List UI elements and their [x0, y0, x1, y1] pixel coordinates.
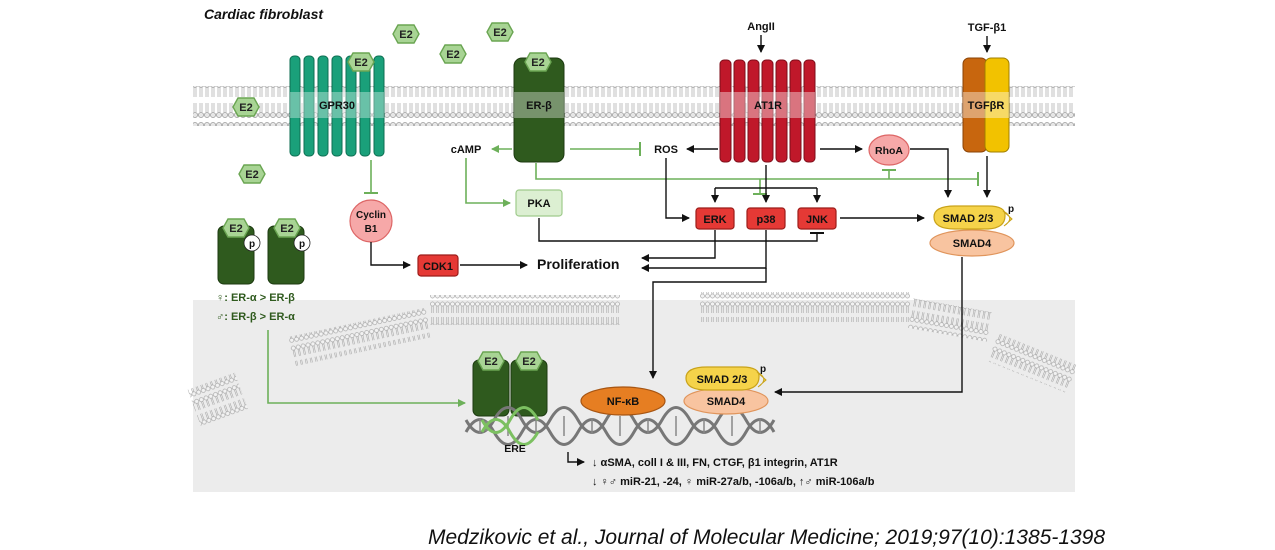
svg-text:SMAD4: SMAD4	[953, 238, 992, 250]
gene-targets-line2: ↓ ♀♂ miR-21, -24, ♀ miR-27a/b, -106a/b, …	[592, 476, 875, 488]
svg-text:CDK1: CDK1	[423, 261, 453, 273]
svg-text:E2: E2	[239, 102, 252, 114]
svg-text:E2: E2	[446, 49, 459, 61]
erk-to-proliferation	[641, 230, 716, 262]
er-dimer-nuclear: E2 E2	[472, 351, 548, 417]
rhoa-node: RhoA	[868, 134, 910, 166]
e2-ligand-free: E2	[486, 22, 514, 42]
transcription-arrow	[567, 452, 585, 466]
tgfbr-label: TGFβR	[968, 100, 1005, 112]
er-alpha-phospho: p E2	[217, 218, 261, 285]
p38-node: p38	[746, 207, 786, 230]
cyclin-to-cdk1	[370, 242, 411, 269]
male-ratio-label: ♂: ER-β > ER-α	[216, 311, 295, 323]
svg-text:E2: E2	[399, 29, 412, 41]
svg-text:p: p	[760, 364, 766, 375]
diagram-title: Cardiac fibroblast	[204, 6, 324, 22]
p38-to-proliferation	[641, 230, 767, 272]
svg-text:JNK: JNK	[806, 214, 828, 226]
cyclin-b1-node: Cyclin B1	[349, 199, 393, 243]
er-beta-phospho: p E2	[267, 218, 311, 285]
gpr30-label: GPR30	[319, 100, 355, 112]
svg-text:E2: E2	[484, 356, 497, 368]
svg-text:E2: E2	[522, 356, 535, 368]
female-ratio-label: ♀: ER-α > ER-β	[216, 292, 295, 304]
jnk-node: JNK	[797, 207, 837, 230]
citation: Medzikovic et al., Journal of Molecular …	[428, 526, 1106, 549]
e2-ligand-free: E2	[238, 164, 266, 184]
e2-on-er-beta: E2	[524, 52, 552, 72]
svg-text:E2: E2	[354, 57, 367, 69]
phospho-label: p	[1008, 204, 1014, 215]
cdk1-node: CDK1	[417, 254, 459, 277]
svg-text:PKA: PKA	[527, 198, 550, 210]
svg-text:NF-κB: NF-κB	[607, 396, 639, 408]
e2-ligand-free: E2	[232, 97, 260, 117]
er-beta-label: ER-β	[526, 100, 552, 112]
svg-text:Cyclin: Cyclin	[356, 210, 386, 221]
ros-label: ROS	[654, 144, 678, 156]
svg-text:RhoA: RhoA	[875, 145, 903, 157]
svg-text:E2: E2	[531, 57, 544, 69]
svg-text:E2: E2	[493, 27, 506, 39]
e2-ligand-free: E2	[439, 44, 467, 64]
svg-text:E2: E2	[229, 223, 242, 235]
nfkb-node: NF-κB	[580, 386, 666, 416]
e2-ligand-free: E2	[392, 24, 420, 44]
svg-text:p: p	[249, 239, 255, 250]
proliferation-label: Proliferation	[537, 256, 619, 272]
gpr30-receptor: GPR30	[289, 55, 385, 157]
ros-to-erk	[665, 158, 690, 222]
tgfbr-receptor: TGFβR	[962, 57, 1010, 153]
tgfb1-label: TGF-β1	[968, 22, 1007, 34]
svg-text:p: p	[299, 239, 305, 250]
at1r-label: AT1R	[754, 100, 782, 112]
svg-text:p38: p38	[757, 214, 776, 226]
erbeta-inhibits-pathways	[535, 163, 979, 186]
angii-label: AngII	[747, 21, 775, 33]
camp-label: cAMP	[451, 144, 482, 156]
svg-text:SMAD 2/3: SMAD 2/3	[697, 374, 748, 386]
er-beta-membrane-receptor: ER-β	[513, 57, 565, 163]
smad-complex-nucleus: SMAD4 SMAD 2/3 p	[683, 364, 769, 415]
ere-label: ERE	[504, 443, 526, 455]
rhoa-to-smad	[910, 148, 952, 198]
svg-text:ERK: ERK	[703, 214, 726, 226]
pka-inhibits-jnk	[538, 218, 824, 242]
smad-complex-cytoplasm: SMAD4 SMAD 2/3 p	[929, 204, 1015, 257]
at1r-receptor: AT1R	[719, 59, 816, 163]
e2-on-gpr30: E2	[347, 52, 375, 72]
at1r-to-mapk	[715, 165, 817, 189]
svg-text:SMAD 2/3: SMAD 2/3	[943, 213, 994, 225]
er-to-ere	[267, 330, 466, 407]
svg-text:E2: E2	[245, 169, 258, 181]
gene-targets-line1: ↓ αSMA, coll I & III, FN, CTGF, β1 integ…	[592, 457, 838, 469]
dna-helix	[464, 406, 776, 446]
pka-node: PKA	[515, 189, 563, 217]
p38-to-nfkb	[649, 268, 767, 379]
svg-text:SMAD4: SMAD4	[707, 396, 746, 408]
svg-text:B1: B1	[365, 224, 378, 235]
svg-text:E2: E2	[280, 223, 293, 235]
erk-node: ERK	[695, 207, 735, 230]
camp-to-pka	[465, 158, 511, 207]
smad-nuclear-translocation	[774, 257, 963, 396]
